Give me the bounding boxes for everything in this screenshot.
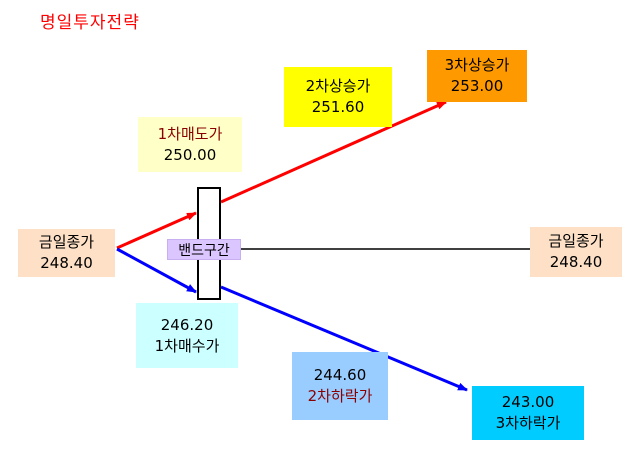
fall-2-label: 2차하락가 (307, 387, 373, 405)
up-arrow-to-band (116, 211, 197, 250)
up-arrow-to-rise3 (220, 100, 447, 204)
rise-3-label: 3차상승가 (444, 56, 510, 74)
rise-3-box: 3차상승가 253.00 (427, 50, 527, 102)
today-close-left-value: 248.40 (40, 254, 93, 272)
fall-3-box: 243.00 3차하락가 (472, 386, 584, 440)
today-close-left-box: 금일종가 248.40 (18, 229, 115, 277)
sell-1-label: 1차매도가 (157, 124, 223, 143)
rise-2-box: 2차상승가 251.60 (284, 67, 392, 127)
rise-3-value: 253.00 (450, 77, 504, 95)
buy-1-value: 246.20 (160, 315, 214, 334)
buy-1-box: 246.20 1차매수가 (136, 303, 238, 368)
buy-1-label: 1차매수가 (154, 336, 220, 355)
page-title: 명일투자전략 (40, 13, 140, 33)
rise-2-label: 2차상승가 (305, 77, 371, 95)
fall-3-value: 243.00 (501, 393, 555, 411)
rise-2-value: 251.60 (311, 98, 365, 116)
band-label: 밴드구간 (167, 239, 241, 260)
today-close-right-value: 248.40 (549, 253, 603, 271)
sell-1-value: 250.00 (163, 145, 217, 164)
down-arrow-to-band (116, 247, 197, 294)
fall-2-box: 244.60 2차하락가 (292, 352, 388, 420)
today-close-right-box: 금일종가 248.40 (530, 227, 622, 277)
fall-2-value: 244.60 (313, 366, 367, 384)
fall-3-label: 3차하락가 (495, 414, 561, 432)
today-close-left-label: 금일종가 (38, 233, 95, 251)
down-arrow-to-fall3 (220, 285, 468, 392)
today-close-right-label: 금일종가 (548, 232, 604, 250)
sell-1-box: 1차매도가 250.00 (138, 117, 242, 172)
